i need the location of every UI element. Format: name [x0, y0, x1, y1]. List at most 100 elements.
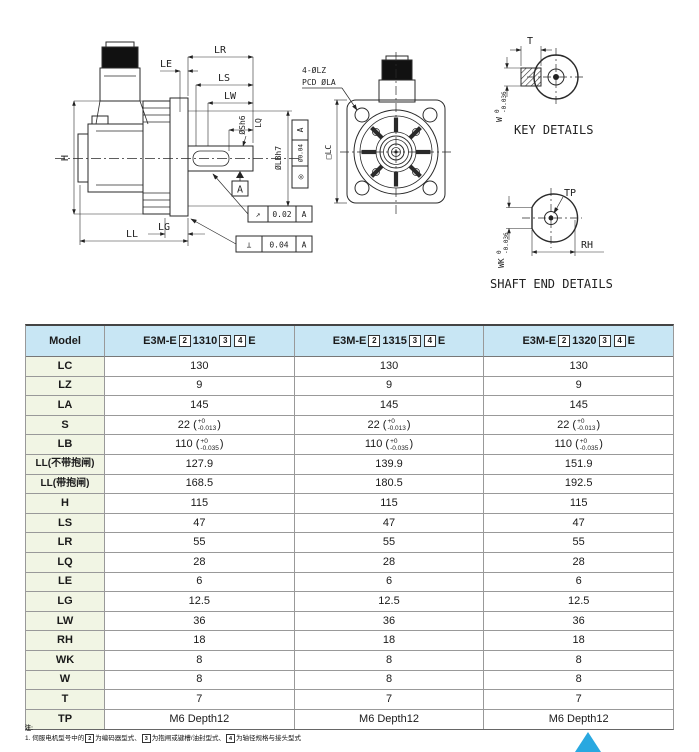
model-header-label: Model [26, 326, 105, 357]
model-prefix: E3M-E [143, 334, 177, 347]
tolerance-close: ) [217, 418, 221, 431]
label-H: H [60, 155, 71, 161]
value-cell: 55 [294, 533, 485, 553]
value-cell: M6 Depth12 [105, 709, 295, 730]
scroll-top-triangle-button[interactable] [575, 732, 601, 752]
fcf-concentricity: A Ø0.04 ◎ [291, 119, 309, 189]
dim-LG: LG [148, 218, 205, 246]
tolerance-base: 110 ( [175, 438, 200, 451]
tolerance-base: 22 ( [557, 418, 577, 431]
connector-side [95, 41, 149, 125]
value-cell: 28 [484, 553, 674, 573]
value-cell: 8 [105, 650, 295, 671]
value-cell: 115 [105, 494, 295, 514]
tolerance-stack: +0-0.013 [387, 418, 405, 432]
boxed-digit: 4 [613, 335, 626, 347]
dim-H: H [60, 100, 143, 215]
label-W-tol-lower: -0.036 [501, 91, 508, 113]
tolerance-value: 22 (+0-0.013) [367, 418, 410, 432]
perpendicularity-icon: ⊥ [247, 241, 252, 250]
fcf-runout-datum: A [302, 210, 307, 219]
tolerance-value: 110 (+0-0.035) [365, 438, 413, 452]
value-cell: 22 (+0-0.013) [105, 415, 295, 436]
tolerance-stack: +0-0.035 [580, 438, 598, 452]
label-LG: LG [158, 222, 170, 233]
label-LC: □LC [324, 145, 333, 160]
value-cell: 36 [294, 611, 485, 632]
value-cell: 9 [105, 376, 295, 397]
row-label: LB [26, 435, 105, 455]
value-cell: 130 [105, 357, 295, 377]
value-cell: 8 [105, 670, 295, 691]
value-cell: 6 [105, 572, 295, 593]
dim-W: W 0 -0.036 [494, 57, 521, 122]
footnote-text: 为抱闸或键槽/油封型式、 [151, 734, 226, 742]
value-cell: 7 [294, 690, 485, 710]
value-cell: 55 [484, 533, 674, 553]
row-label: T [26, 690, 105, 710]
value-cell: 12.5 [294, 592, 485, 612]
footnote-text: 1. 伺服电机型号中的 [25, 734, 85, 742]
tolerance-value: 110 (+0-0.035) [175, 438, 223, 452]
tolerance-value: 22 (+0-0.013) [178, 418, 221, 432]
label-WK: WK [497, 258, 506, 268]
key-details-view: T W 0 -0.036 KEY DETAILS [494, 36, 593, 137]
dim-RH: RH [531, 220, 604, 256]
label-WK-tol-upper: 0 [496, 250, 503, 254]
tolerance-stack: +0-0.035 [200, 438, 218, 452]
value-cell: 18 [294, 631, 485, 651]
value-cell: 115 [484, 494, 674, 514]
tolerance-value: 110 (+0-0.035) [554, 438, 602, 452]
value-cell: 130 [484, 357, 674, 377]
label-datum-A: A [237, 185, 243, 196]
value-cell: 7 [484, 690, 674, 710]
value-cell: 145 [294, 396, 485, 416]
value-cell: 130 [294, 357, 485, 377]
value-cell: 22 (+0-0.013) [484, 416, 674, 436]
value-cell: 145 [484, 396, 674, 416]
boxed-digit: 3 [141, 734, 151, 744]
tolerance-lower: -0.035 [200, 444, 219, 452]
row-label: LW [26, 611, 105, 632]
model-prefix: E3M-E [332, 334, 367, 347]
value-cell: 180.5 [294, 474, 485, 495]
dim-LL: LL [79, 185, 189, 245]
fcf-perp-value: 0.04 [269, 241, 288, 250]
value-cell: 28 [294, 552, 485, 573]
label-LL: LL [126, 229, 138, 240]
boxed-digit: 2 [178, 335, 191, 347]
tolerance-upper: +0 [390, 437, 398, 445]
side-view: H LR LE LS LW [55, 41, 313, 253]
dim-LS: LS [195, 73, 254, 146]
drawing-canvas: H LR LE LS LW [55, 36, 613, 291]
row-label: LR [26, 533, 105, 553]
row-label: LL(不带抱闸) [26, 454, 105, 475]
value-cell: 8 [484, 651, 674, 671]
tolerance-close: ) [406, 418, 411, 431]
value-cell: 12.5 [484, 592, 674, 612]
tolerance-lower: -0.013 [197, 425, 217, 433]
value-cell: 127.9 [105, 454, 295, 475]
label-LS: LS [218, 73, 230, 84]
dim-LC: □LC [324, 99, 347, 204]
value-cell: 18 [484, 631, 674, 651]
value-cell: 8 [294, 670, 485, 691]
row-label: LG [26, 592, 105, 612]
value-cell: 115 [294, 494, 485, 514]
boxed-digit: 4 [234, 335, 247, 347]
